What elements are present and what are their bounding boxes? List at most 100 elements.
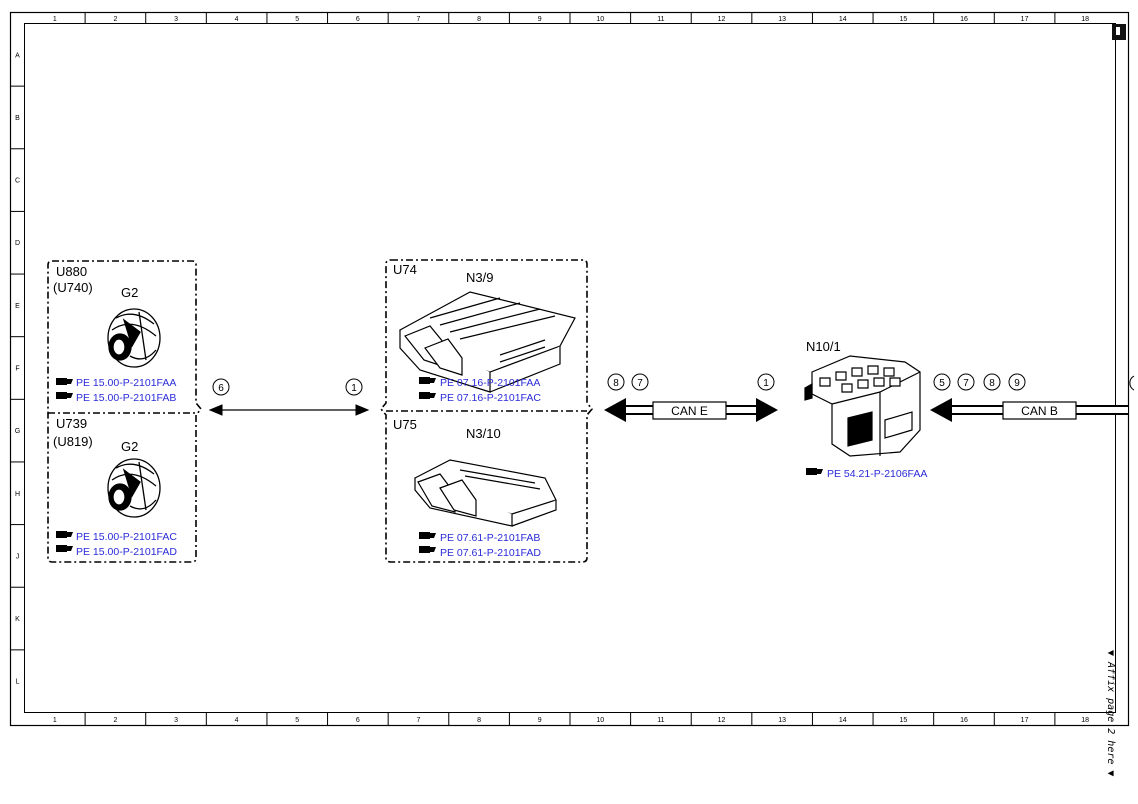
column-number: 13 — [778, 717, 786, 724]
ref-link-u739-2[interactable]: PE 15.00-P-2101FAD — [76, 546, 177, 558]
ref-link-n10-1[interactable]: PE 54.21-P-2106FAA — [827, 468, 927, 480]
marker-label: 8 — [989, 378, 995, 389]
column-number: 17 — [1021, 717, 1029, 724]
component-n3-10: N3/10 — [466, 426, 501, 441]
ref-link-u75-2[interactable]: PE 07.61-P-2101FAD — [440, 547, 541, 559]
marker-label: 1 — [351, 383, 357, 394]
can-e-label: CAN E — [671, 404, 708, 418]
row-scale-left: A B C D E F G H J K L — [10, 52, 25, 686]
column-number: 17 — [1021, 16, 1029, 23]
can-e-bus-arrow — [604, 398, 778, 422]
marker-label: 7 — [963, 378, 969, 389]
column-number: 18 — [1081, 717, 1089, 724]
sheet-frame — [9, 11, 1130, 727]
row-letter: D — [15, 240, 20, 247]
marker-circle — [933, 373, 951, 391]
ref-link-u75-1[interactable]: PE 07.61-P-2101FAB — [440, 532, 540, 544]
alternator-icon[interactable] — [107, 308, 161, 368]
marker-label: 5 — [939, 378, 945, 389]
column-number: 4 — [235, 16, 239, 23]
ref-link-u739-1[interactable]: PE 15.00-P-2101FAC — [76, 531, 177, 543]
column-number: 10 — [596, 717, 604, 724]
column-number: 8 — [477, 16, 481, 23]
column-number: 12 — [718, 16, 726, 23]
ref-icon — [419, 532, 436, 539]
group-code-u75: U75 — [393, 417, 417, 432]
column-number: 14 — [839, 717, 847, 724]
row-letter: E — [15, 303, 20, 310]
ref-icon — [419, 377, 436, 384]
fuse-relay-module-icon[interactable] — [804, 355, 921, 457]
marker-circle — [757, 373, 775, 391]
column-number: 9 — [538, 16, 542, 23]
ref-icon — [806, 468, 823, 475]
module-code-n10-1: N10/1 — [806, 339, 841, 354]
affix-note: ▼ Affix page 2 here ▼ — [1105, 650, 1116, 776]
column-number: 11 — [657, 16, 664, 23]
ref-icon — [56, 392, 73, 399]
ref-icon — [419, 392, 436, 399]
ref-icon — [56, 545, 73, 552]
marker-circle — [607, 373, 625, 391]
marker-circle — [212, 378, 230, 396]
row-letter: F — [15, 366, 19, 373]
marker-circle — [345, 378, 363, 396]
row-letter: H — [15, 491, 20, 498]
column-number: 14 — [839, 16, 847, 23]
column-number: 12 — [718, 717, 726, 724]
marker-circle-partial — [1129, 375, 1135, 391]
ref-link-u880-1[interactable]: PE 15.00-P-2101FAA — [76, 377, 176, 389]
row-letter: G — [15, 428, 20, 435]
ref-icon — [56, 531, 73, 538]
can-b-label: CAN B — [1021, 404, 1058, 418]
column-number: 2 — [113, 16, 117, 23]
row-letter: A — [15, 52, 20, 59]
ref-link-u74-2[interactable]: PE 07.16-P-2101FAC — [440, 392, 541, 404]
row-letter: K — [15, 616, 20, 623]
column-number: 15 — [899, 16, 907, 23]
column-number: 5 — [295, 16, 299, 23]
group-code-u74: U74 — [393, 262, 417, 277]
row-letter: J — [16, 553, 20, 560]
ref-link-u74-1[interactable]: PE 07.16-P-2101FAA — [440, 377, 540, 389]
bidirectional-link-arrow — [208, 404, 370, 416]
alternator-icon[interactable] — [107, 458, 161, 518]
column-number: 18 — [1081, 16, 1089, 23]
component-g2-bottom: G2 — [121, 439, 138, 454]
column-number: 1 — [53, 16, 57, 23]
marker-circle — [983, 373, 1001, 391]
column-number: 4 — [235, 717, 239, 724]
transmission-control-unit-icon[interactable] — [414, 459, 557, 527]
column-number: 11 — [657, 717, 664, 724]
row-letter: C — [15, 178, 20, 185]
column-number: 16 — [960, 717, 968, 724]
marker-label: 6 — [218, 383, 224, 394]
engine-control-unit-icon[interactable] — [399, 291, 576, 393]
column-number: 7 — [417, 16, 421, 23]
column-number: 2 — [113, 717, 117, 724]
column-number: 3 — [174, 717, 178, 724]
group-box-middle — [379, 259, 594, 563]
ref-icon — [56, 378, 73, 385]
column-number: 5 — [295, 717, 299, 724]
row-letter: L — [16, 679, 20, 686]
group-box-left — [47, 260, 203, 563]
group-alt-code-u740: (U740) — [53, 280, 93, 295]
marker-label: 7 — [637, 378, 643, 389]
ref-link-u880-2[interactable]: PE 15.00-P-2101FAB — [76, 392, 176, 404]
component-g2-top: G2 — [121, 285, 138, 300]
column-number: 9 — [538, 717, 542, 724]
column-number: 6 — [356, 717, 360, 724]
column-number: 3 — [174, 16, 178, 23]
marker-circle — [631, 373, 649, 391]
group-alt-code-u819: (U819) — [53, 434, 93, 449]
ref-icon — [419, 546, 436, 553]
column-number: 15 — [899, 717, 907, 724]
column-number: 8 — [477, 717, 481, 724]
group-code-u880: U880 — [56, 264, 87, 279]
column-number: 6 — [356, 16, 360, 23]
row-letter: B — [15, 115, 20, 122]
